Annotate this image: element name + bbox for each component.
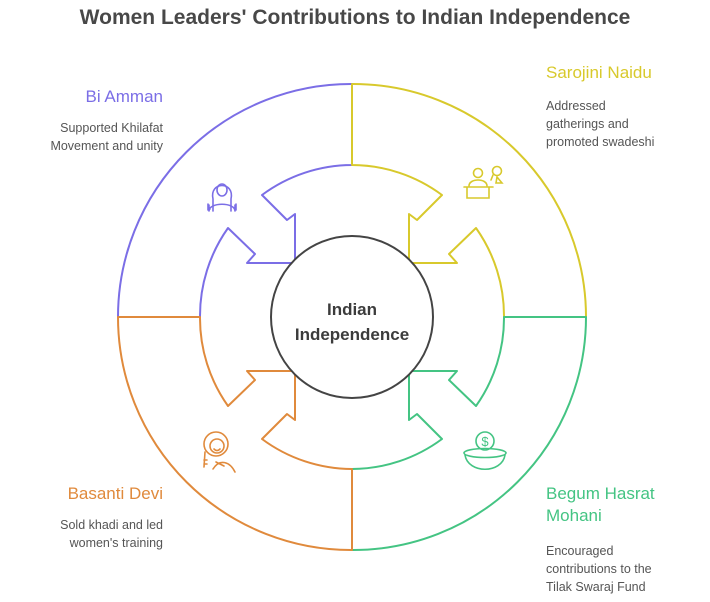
speaker-podium-icon	[463, 165, 504, 199]
leader-desc-sarojini-naidu: Addressed gatherings and promoted swades…	[546, 97, 654, 151]
desc-line: Movement and unity	[50, 139, 163, 153]
diagram-title: Women Leaders' Contributions to Indian I…	[79, 6, 631, 29]
desc-line: promoted swadeshi	[546, 135, 655, 149]
woman-braid-icon	[203, 431, 236, 473]
leader-desc-begum-hasrat-mohani: Encouraged contributions to the Tilak Sw…	[546, 542, 652, 596]
center-circle	[270, 235, 434, 399]
leader-name-basanti-devi: Basanti Devi	[67, 484, 163, 503]
desc-line: Encouraged	[546, 544, 614, 558]
center-label-line2: Independence	[294, 325, 410, 344]
desc-line: Supported Khilafat	[60, 121, 163, 135]
desc-line: women's training	[69, 536, 163, 550]
desc-line: contributions to the	[546, 562, 652, 576]
leader-desc-bi-amman: Supported Khilafat Movement and unity	[50, 119, 163, 155]
name-line: Mohani	[546, 506, 602, 525]
desc-line: Tilak Swaraj Fund	[546, 580, 646, 594]
center-label: Indian Independence	[272, 297, 432, 347]
svg-text:$: $	[481, 434, 489, 449]
donation-bowl-icon: $	[463, 431, 507, 470]
leader-name-sarojini-naidu: Sarojini Naidu	[546, 63, 652, 82]
leader-name-bi-amman: Bi Amman	[85, 87, 163, 106]
desc-line: gatherings and	[546, 117, 629, 131]
leader-desc-basanti-devi: Sold khadi and led women's training	[60, 516, 163, 552]
desc-line: Sold khadi and led	[60, 518, 163, 532]
desc-line: Addressed	[546, 99, 606, 113]
name-line: Begum Hasrat	[546, 484, 655, 503]
center-label-line1: Indian	[326, 300, 378, 319]
leader-name-begum-hasrat-mohani: Begum Hasrat Mohani	[546, 483, 655, 527]
woman-hijab-icon	[207, 183, 237, 212]
